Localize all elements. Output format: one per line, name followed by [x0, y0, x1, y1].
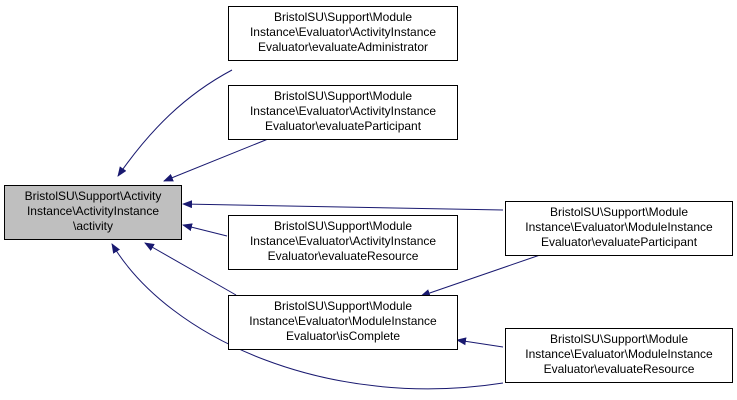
edge-activity-evaluate-participant-to-activity: [163, 136, 274, 182]
node-activity-instance-evaluator-evaluate-administrator[interactable]: BristolSU\Support\Module Instance\Evalua…: [228, 6, 458, 61]
edge-evaluate-administrator-to-activity: [117, 69, 233, 177]
node-label-line: Evaluator\evaluateAdministrator: [257, 40, 429, 54]
node-module-instance-evaluator-evaluate-participant[interactable]: BristolSU\Support\Module Instance\Evalua…: [505, 201, 733, 256]
node-module-instance-evaluator-is-complete[interactable]: BristolSU\Support\Module Instance\Evalua…: [228, 295, 458, 350]
edge-activity-evaluate-resource-to-activity: [182, 223, 228, 237]
node-label-line: BristolSU\Support\Module: [273, 10, 413, 24]
edge-module-evaluate-resource-to-activity: [111, 243, 504, 390]
node-label-line: Evaluator\evaluateParticipant: [264, 119, 422, 133]
edge-is-complete-to-activity: [144, 242, 237, 296]
node-label-line: Instance\Evaluator\ModuleInstance: [525, 220, 713, 234]
node-label-line: Evaluator\isComplete: [285, 329, 401, 343]
node-label-line: BristolSU\Support\Module: [273, 89, 413, 103]
node-label-line: BristolSU\Support\Module: [549, 205, 689, 219]
node-label-line: BristolSU\Support\Module: [273, 219, 413, 233]
edge-module-evaluate-participant-to-activity: [182, 200, 504, 211]
node-label-line: Evaluator\evaluateResource: [267, 249, 419, 263]
node-label-line: Instance\Evaluator\ActivityInstance: [249, 25, 437, 39]
node-label-line: Instance\ActivityInstance: [26, 204, 160, 218]
node-label-line: BristolSU\Support\Activity: [24, 189, 162, 203]
edge-module-evaluate-participant-to-is-complete: [420, 254, 541, 297]
edge-module-evaluate-resource-to-is-complete: [456, 337, 504, 348]
node-label-line: Instance\Evaluator\ModuleInstance: [249, 314, 437, 328]
node-label-line: BristolSU\Support\Module: [549, 332, 689, 346]
node-label-line: Instance\Evaluator\ActivityInstance: [249, 234, 437, 248]
node-activity-instance-activity: BristolSU\Support\Activity Instance\Acti…: [4, 185, 182, 240]
node-label-line: Instance\Evaluator\ActivityInstance: [249, 104, 437, 118]
node-module-instance-evaluator-evaluate-resource[interactable]: BristolSU\Support\Module Instance\Evalua…: [505, 328, 733, 383]
node-label-line: \activity: [72, 219, 113, 233]
node-label-line: Evaluator\evaluateParticipant: [540, 235, 698, 249]
node-activity-instance-evaluator-evaluate-resource[interactable]: BristolSU\Support\Module Instance\Evalua…: [228, 215, 458, 270]
node-label-line: Instance\Evaluator\ModuleInstance: [525, 347, 713, 361]
node-label-line: Evaluator\evaluateResource: [543, 362, 695, 376]
node-activity-instance-evaluator-evaluate-participant[interactable]: BristolSU\Support\Module Instance\Evalua…: [228, 85, 458, 140]
node-label-line: BristolSU\Support\Module: [273, 299, 413, 313]
